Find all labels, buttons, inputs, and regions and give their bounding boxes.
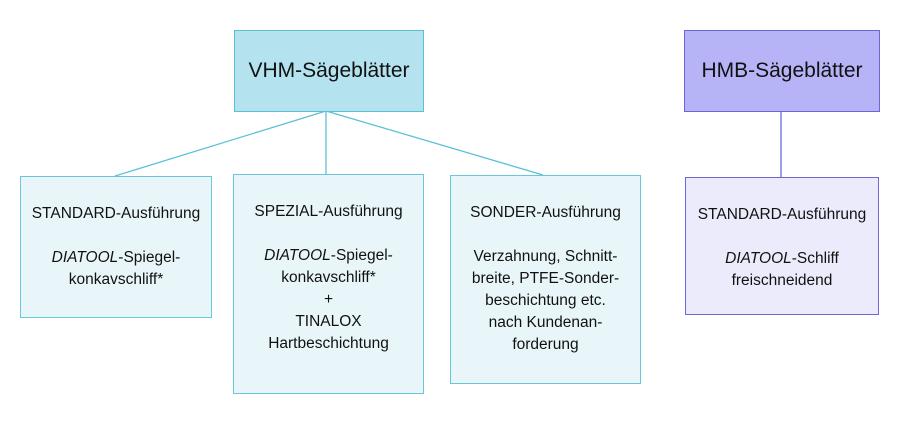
- brand: DIATOOL: [725, 250, 792, 267]
- node-line: DIATOOL-Schliff: [725, 248, 839, 270]
- node-line: beschichtung etc.: [485, 292, 606, 309]
- vhm-standard-node: STANDARD-Ausführung DIATOOL-Spiegel- kon…: [20, 176, 212, 318]
- node-line: breite, PTFE-Sonder-: [471, 270, 620, 287]
- brand: DIATOOL: [51, 249, 119, 266]
- node-line: Hartbeschichtung: [268, 335, 389, 352]
- vhm-root-node: VHM-Sägeblätter: [234, 30, 424, 112]
- hmb-root-node: HMB-Sägeblätter: [684, 30, 880, 112]
- node-heading: SPEZIAL-Ausführung: [254, 203, 403, 220]
- hmb-standard-node: STANDARD-Ausführung DIATOOL-Schliff frei…: [685, 177, 879, 315]
- plus-sign: +: [323, 291, 334, 308]
- node-line: nach Kundenan-: [488, 314, 603, 331]
- text: -Schliff: [791, 250, 839, 267]
- node-line: freischneidend: [731, 272, 833, 289]
- node-heading: STANDARD-Ausführung: [697, 206, 867, 223]
- node-line: konkavschliff*: [68, 271, 164, 288]
- node-line: Verzahnung, Schnitt-: [473, 248, 618, 265]
- hmb-title: HMB-Sägeblätter: [701, 59, 863, 82]
- vhm-spezial-node: SPEZIAL-Ausführung DIATOOL-Spiegel- konk…: [233, 174, 424, 394]
- node-line: DIATOOL-Spiegel-: [52, 247, 181, 269]
- node-line: DIATOOL-Spiegel-: [264, 245, 393, 267]
- node-line: TINALOX: [295, 313, 362, 330]
- node-heading: SONDER-Ausführung: [470, 204, 621, 221]
- connector-vhm-standard: [114, 110, 327, 177]
- node-line: forderung: [512, 336, 579, 353]
- text: -Spiegel-: [330, 247, 393, 264]
- node-line: konkavschliff*: [281, 269, 376, 286]
- vhm-title: VHM-Sägeblätter: [248, 59, 410, 82]
- connector-vhm-sonder: [325, 110, 544, 176]
- brand: DIATOOL: [264, 247, 331, 264]
- text: -Spiegel-: [118, 249, 181, 266]
- vhm-sonder-node: SONDER-Ausführung Verzahnung, Schnitt- b…: [450, 175, 641, 384]
- node-heading: STANDARD-Ausführung: [31, 205, 201, 222]
